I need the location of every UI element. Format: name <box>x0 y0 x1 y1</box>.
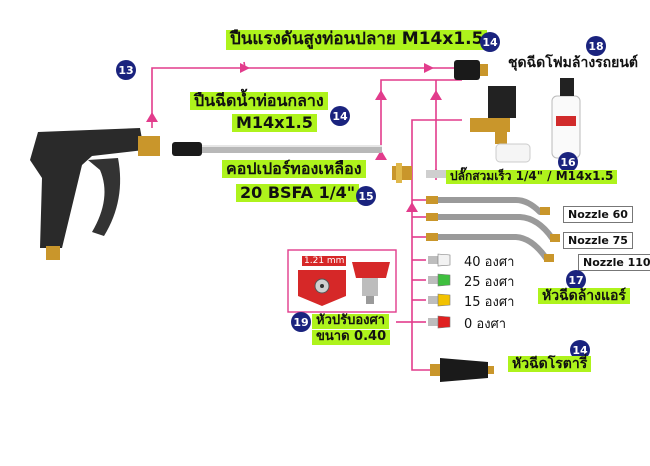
arrowhead-coupler-low <box>375 150 387 160</box>
label-coupler-line2: 20 BSFA 1/4" <box>236 183 360 203</box>
badge-13: 13 <box>116 60 136 80</box>
arrowhead-quick-plug <box>430 90 442 100</box>
turbo-nozzle-image <box>430 358 494 382</box>
badge-14-turbo: 14 <box>570 340 590 360</box>
tip-label: 40 องศา <box>464 255 515 270</box>
label-adjust-line2: ขนาด 0.40 <box>312 329 391 345</box>
line-coupler-to-tail <box>380 79 462 148</box>
tip-label: 0 องศา <box>464 317 507 332</box>
label-tip-size: 1.21 mm <box>302 256 347 266</box>
line-accessories-main <box>411 192 430 371</box>
badge-16: 16 <box>558 152 578 172</box>
quick-plug-image <box>426 170 446 178</box>
nozzle-label: Nozzle 75 <box>563 232 633 249</box>
arrowhead-top-mid <box>240 63 250 73</box>
tail-lance-image <box>454 60 488 80</box>
tip-icon <box>428 273 451 287</box>
label-adjust-line1: หัวปรับองศา <box>312 313 390 329</box>
label-mid-gun-line2: M14x1.5 <box>232 113 317 133</box>
foam-lance-image <box>470 78 581 163</box>
label-pressure-gun-tail: ปืนแรงดันสูงท่อนปลาย M14x1.5 <box>226 29 488 50</box>
air-nozzles-image <box>426 196 560 262</box>
label-turbo: หัวฉีดโรตารี่ <box>508 356 592 373</box>
tip-icon <box>428 315 451 329</box>
label-coupler-line1: คอปเปอร์ทองเหลือง <box>222 159 366 179</box>
mid-lance-image <box>172 142 382 156</box>
arrowhead-accessories <box>406 202 418 212</box>
label-mid-gun-line1: ปืนฉีดน้ำท่อนกลาง <box>190 91 328 111</box>
badge-14-top: 14 <box>480 32 500 52</box>
badge-15: 15 <box>356 186 376 206</box>
badge-19: 19 <box>291 312 311 332</box>
brass-coupler-image <box>392 163 412 183</box>
tip-icon <box>428 293 451 307</box>
badge-14-mid: 14 <box>330 106 350 126</box>
nozzle-label: Nozzle 110 <box>578 254 650 271</box>
spray-gun-image <box>30 128 160 260</box>
arrowhead-top-right <box>424 63 434 73</box>
connector-lines <box>151 61 462 371</box>
badge-18: 18 <box>586 36 606 56</box>
badge-17: 17 <box>566 270 586 290</box>
arrowhead-coupler <box>375 90 387 100</box>
nozzle-label: Nozzle 60 <box>563 206 633 223</box>
tips-group <box>428 253 451 329</box>
arrowhead-gun <box>146 112 158 122</box>
line-gun-to-tail <box>151 67 455 128</box>
tip-icon <box>428 253 451 267</box>
tip-label: 15 องศา <box>464 295 515 310</box>
tip-label: 25 องศา <box>464 275 515 290</box>
label-quick-plug: ปลั๊กสวมเร็ว 1/4" / M14x1.5 <box>446 169 618 184</box>
label-air-nozzle: หัวฉีดล้างแอร์ <box>538 288 630 305</box>
label-foam-set: ชุดฉีดโฟมล้างรถยนต์ <box>508 55 639 71</box>
